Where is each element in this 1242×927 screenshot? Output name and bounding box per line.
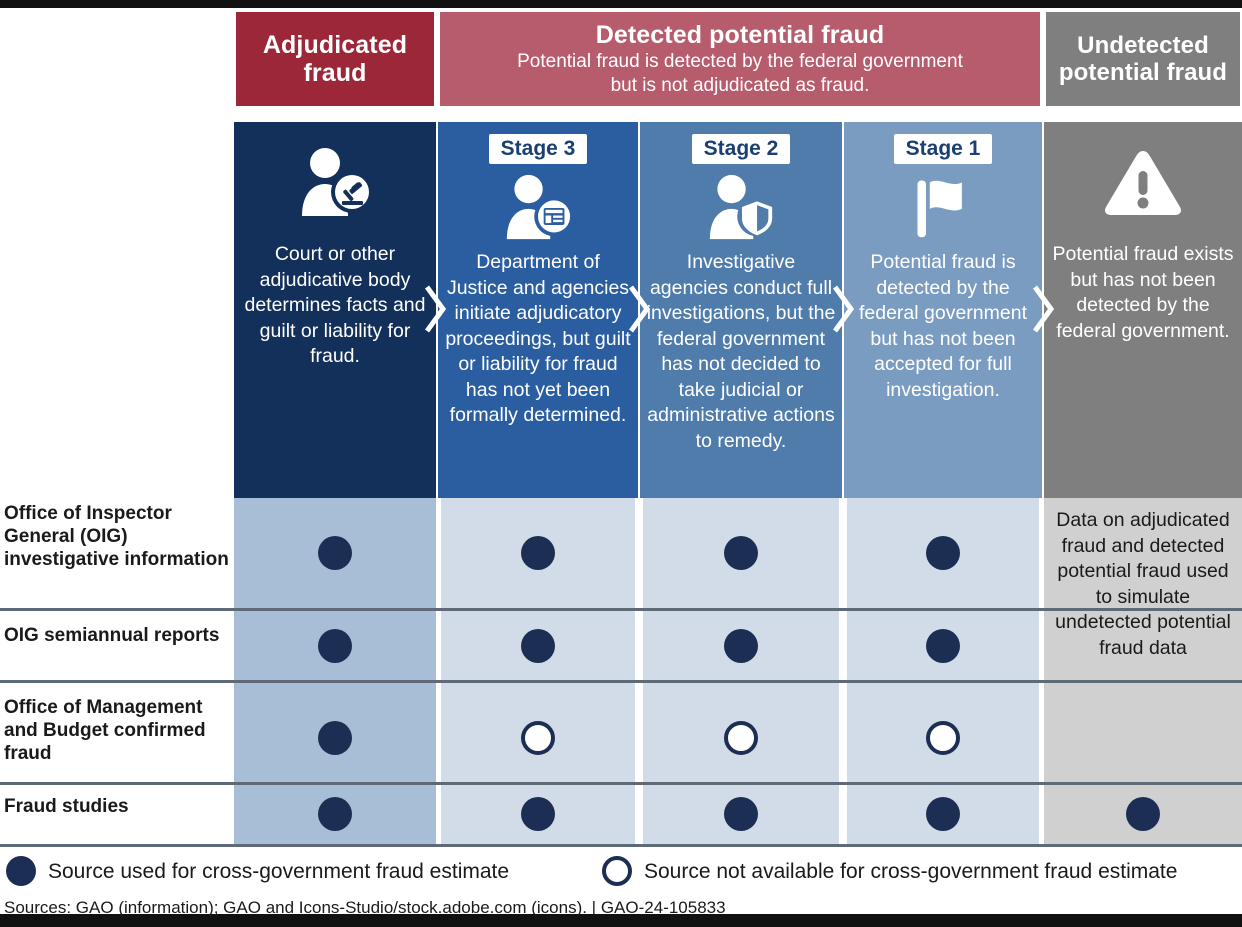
row-divider-3 [0, 782, 1242, 785]
stage-block-undetected: Potential fraud exists but has not been … [1044, 120, 1242, 498]
person-gavel-icon [234, 122, 436, 242]
legend: Source used for cross-government fraud e… [0, 852, 1242, 892]
stage-description-stage1: Potential fraud is detected by the feder… [858, 251, 1028, 401]
category-title-detected: Detected potential fraud [595, 21, 885, 49]
stage-block-adjudicated: Court or other adjudicative body determi… [234, 120, 436, 498]
matrix-dot-r1-stage2 [724, 536, 758, 570]
category-title-undetected-line2: potential fraud [1058, 59, 1228, 86]
matrix-dot-r2-stage2 [724, 629, 758, 663]
stage-description-stage2: Investigative agencies conduct full inve… [646, 251, 836, 452]
legend-filled-label: Source used for cross-government fraud e… [48, 860, 510, 883]
stage-block-stage2: Stage 2 Investigative agencies conduct f… [640, 120, 842, 498]
infographic-canvas: Adjudicated fraud Detected potential fra… [0, 8, 1242, 917]
undetected-note: Data on adjudicated fraud and detected p… [1055, 509, 1231, 659]
matrix-dot-r4-stage2 [724, 797, 758, 831]
category-header-detected: Detected potential fraud Potential fraud… [438, 10, 1042, 108]
matrix-dot-r4-adjudicated [318, 797, 352, 831]
matrix-dot-r3-adjudicated [318, 721, 352, 755]
category-title-undetected-line1: Undetected [1077, 32, 1209, 59]
row-divider-bottom [0, 844, 1242, 847]
matrix-dot-r2-stage3 [521, 629, 555, 663]
category-header-adjudicated: Adjudicated fraud [234, 10, 436, 108]
matrix-dot-r4-stage1 [926, 797, 960, 831]
row-label-oig-semiannual: OIG semiannual reports [4, 625, 220, 646]
category-subtitle-detected-line2: but is not adjudicated as fraud. [610, 75, 870, 96]
stage-description-undetected: Potential fraud exists but has not been … [1052, 243, 1234, 342]
legend-open-label: Source not available for cross-governmen… [644, 860, 1178, 883]
legend-open-dot-icon [602, 856, 632, 886]
row-label-oig-investigative: Office of Inspector General (OIG) invest… [4, 503, 229, 570]
legend-filled-dot-icon [6, 856, 36, 886]
matrix-dot-r1-adjudicated [318, 536, 352, 570]
category-title-adjudicated-line1: Adjudicated [262, 31, 408, 59]
category-header-undetected: Undetected potential fraud [1044, 10, 1242, 108]
matrix-dot-r1-stage1 [926, 536, 960, 570]
sources-note: Sources: GAO (information); GAO and Icon… [4, 898, 726, 917]
category-subtitle-detected-line1: Potential fraud is detected by the feder… [517, 51, 963, 72]
matrix-dot-r4-stage3 [521, 797, 555, 831]
matrix-dot-r1-stage3 [521, 536, 555, 570]
stage-badge-2: Stage 2 [691, 134, 791, 164]
stage-block-stage3: Stage 3 Department of Justice and agenci… [438, 120, 638, 498]
stage-block-stage1: Stage 1 Potential fraud is detected by t… [844, 120, 1042, 498]
flag-icon [844, 164, 1042, 250]
matrix-dot-r3-stage1 [926, 721, 960, 755]
stage-description-stage3: Department of Justice and agencies initi… [445, 251, 631, 426]
person-shield-icon [640, 164, 842, 250]
row-label-omb-confirmed: Office of Management and Budget confirme… [4, 697, 206, 764]
warning-triangle-icon [1044, 122, 1242, 242]
row-label-fraud-studies: Fraud studies [4, 796, 129, 817]
matrix-dot-r3-stage2 [724, 721, 758, 755]
stage-badge-3: Stage 3 [488, 134, 588, 164]
matrix-dot-r2-stage1 [926, 629, 960, 663]
matrix-dot-r3-stage3 [521, 721, 555, 755]
category-title-adjudicated-line2: fraud [303, 59, 367, 87]
row-divider-2 [0, 680, 1242, 683]
matrix-dot-r2-adjudicated [318, 629, 352, 663]
matrix-column-undetected [1044, 498, 1242, 846]
matrix-dot-r4-undetected [1126, 797, 1160, 831]
stage-description-adjudicated: Court or other adjudicative body determi… [244, 243, 426, 367]
stage-badge-1: Stage 1 [893, 134, 993, 164]
row-divider-1 [0, 608, 1242, 611]
person-document-icon [438, 164, 638, 250]
